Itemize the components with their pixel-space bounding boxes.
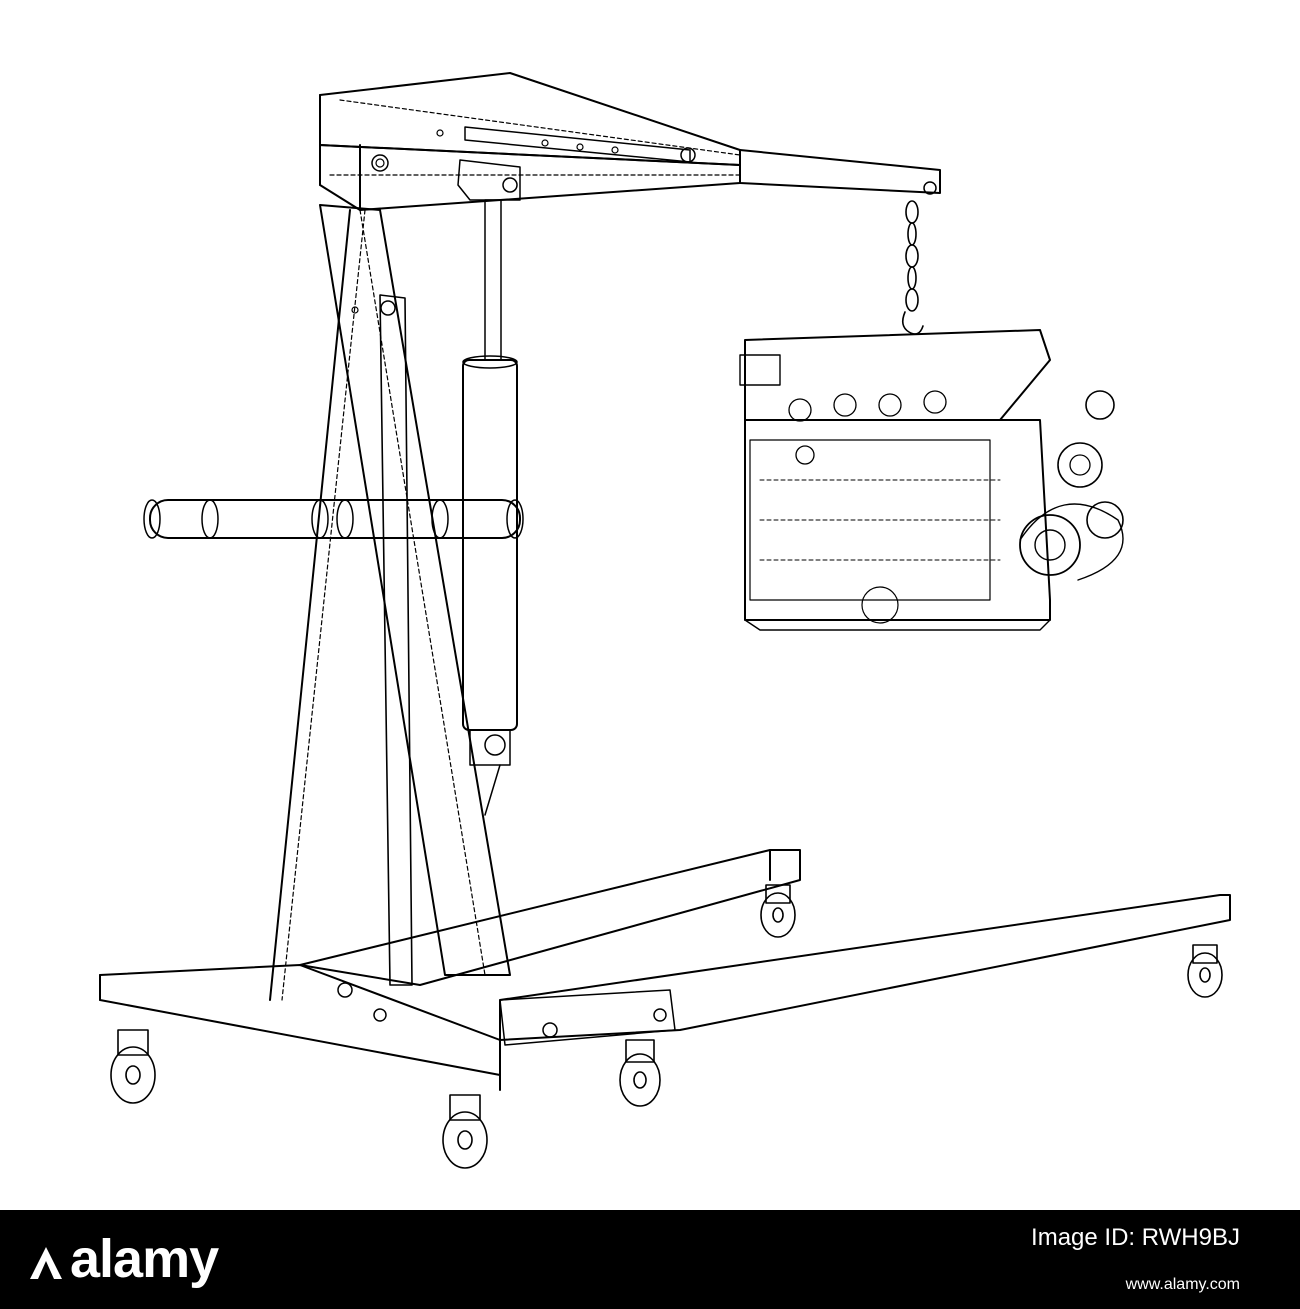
lifting-chain bbox=[901, 200, 924, 335]
pump-handle bbox=[143, 499, 524, 539]
caster-wheel bbox=[1187, 944, 1223, 998]
caster-wheels bbox=[110, 884, 1223, 1169]
image-id-block: Image ID: RWH9BJ bbox=[1031, 1224, 1240, 1252]
stock-photo-footer: alamy Image ID: RWH9BJ www.alamy.com bbox=[0, 1210, 1300, 1309]
caster-wheel bbox=[619, 1039, 661, 1107]
base-frame bbox=[99, 849, 1231, 1091]
caster-wheel bbox=[760, 884, 796, 938]
caster-wheel bbox=[110, 1029, 156, 1104]
alamy-a-icon bbox=[30, 1246, 62, 1279]
site-url[interactable]: www.alamy.com bbox=[1125, 1276, 1240, 1293]
brand-name: alamy bbox=[70, 1229, 219, 1289]
alamy-logo[interactable]: alamy bbox=[26, 1228, 219, 1290]
image-id-label: Image ID: RWH9BJ bbox=[1031, 1224, 1240, 1251]
crane-mast bbox=[269, 204, 511, 1001]
hydraulic-ram bbox=[462, 199, 518, 816]
crane-boom bbox=[319, 72, 941, 211]
engine-crane-drawing bbox=[99, 72, 1231, 1169]
caster-wheel bbox=[442, 1094, 488, 1169]
engine-block bbox=[739, 329, 1124, 631]
